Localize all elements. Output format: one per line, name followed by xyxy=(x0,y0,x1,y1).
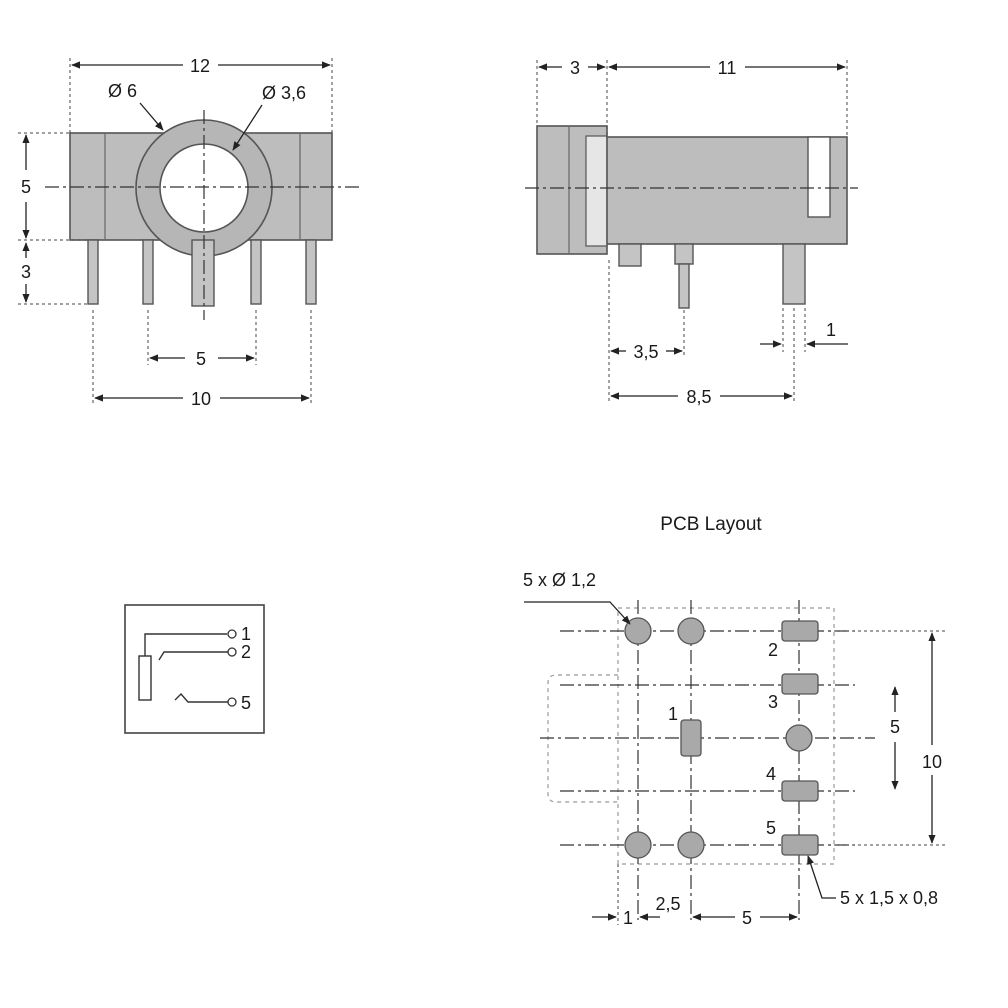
side-pin xyxy=(618,243,642,267)
pcb-hole xyxy=(677,831,705,859)
pcb-slot-pad xyxy=(680,719,702,757)
schematic-pin5-label: 5 xyxy=(241,693,251,713)
schematic-pin2-label: 2 xyxy=(241,642,251,662)
side-pin xyxy=(678,263,690,309)
pcb-pad-label-5: 5 xyxy=(766,818,776,838)
front-pin xyxy=(142,239,154,305)
pcb-slot-pad xyxy=(781,620,819,642)
schematic-pin1-label: 1 xyxy=(241,624,251,644)
dim-width-label: 12 xyxy=(190,56,210,76)
pcb-hole xyxy=(785,724,813,752)
dim-body-length-label: 11 xyxy=(718,58,737,78)
dim-outer-diameter-label: Ø 6 xyxy=(108,81,137,101)
dim-inner-diameter-label: Ø 3,6 xyxy=(262,83,306,103)
side-pin xyxy=(782,243,806,305)
pcb-slot-pad xyxy=(781,673,819,695)
dim-pin-offset-label: 3,5 xyxy=(633,342,658,362)
schematic-symbol: 1 2 5 xyxy=(124,604,265,734)
pcb-pad-spec-label: 5 x 1,5 x 0,8 xyxy=(840,888,938,908)
dim-pin-span-label: 10 xyxy=(191,389,211,409)
plug-symbol xyxy=(138,655,152,701)
pin2-terminal xyxy=(227,647,237,657)
dim-pin-length-label: 3 xyxy=(21,262,31,282)
front-pin xyxy=(87,239,99,305)
side-slot xyxy=(807,136,831,218)
pcb-pad-label-1: 1 xyxy=(668,704,678,724)
pcb-slot-pad xyxy=(781,780,819,802)
dim-pin-width-label: 1 xyxy=(826,320,836,340)
pcb-pad-label-4: 4 xyxy=(766,764,776,784)
pcb-dim-5-vertical-label: 5 xyxy=(890,717,900,737)
pcb-slot-pad xyxy=(781,834,819,856)
pcb-outline xyxy=(617,607,835,865)
pcb-dim-1-label: 1 xyxy=(623,908,633,928)
pcb-dim-5-horizontal-label: 5 xyxy=(742,908,752,928)
pcb-hole-spec-label: 5 x Ø 1,2 xyxy=(523,570,596,590)
front-view: 12 Ø 6 Ø 3,6 5 3 5 10 xyxy=(18,56,362,409)
pcb-hole xyxy=(677,617,705,645)
pcb-layout: PCB Layout 1 2 3 4 5 5 x Ø 1,2 xyxy=(523,514,945,928)
front-pin xyxy=(250,239,262,305)
front-pin xyxy=(305,239,317,305)
pcb-dim-2-5-label: 2,5 xyxy=(655,894,680,914)
dim-pin-spacing-label: 5 xyxy=(196,349,206,369)
pcb-hole xyxy=(624,617,652,645)
pin1-terminal xyxy=(227,629,237,639)
pcb-pad-label-2: 2 xyxy=(768,640,778,660)
dim-height-label: 5 xyxy=(21,177,31,197)
side-view: 3 11 3,5 8,5 1 xyxy=(525,58,858,407)
side-pin xyxy=(674,243,694,265)
pcb-layout-title: PCB Layout xyxy=(660,514,762,535)
dim-front-length-label: 3 xyxy=(570,58,580,78)
pin5-terminal xyxy=(227,697,237,707)
pcb-dim-10-label: 10 xyxy=(922,752,942,772)
pcb-pad-label-3: 3 xyxy=(768,692,778,712)
pcb-hole xyxy=(624,831,652,859)
schematic-frame xyxy=(124,604,265,734)
front-pin xyxy=(191,239,215,307)
dim-side-pin-span-label: 8,5 xyxy=(686,387,711,407)
side-body xyxy=(606,136,848,245)
